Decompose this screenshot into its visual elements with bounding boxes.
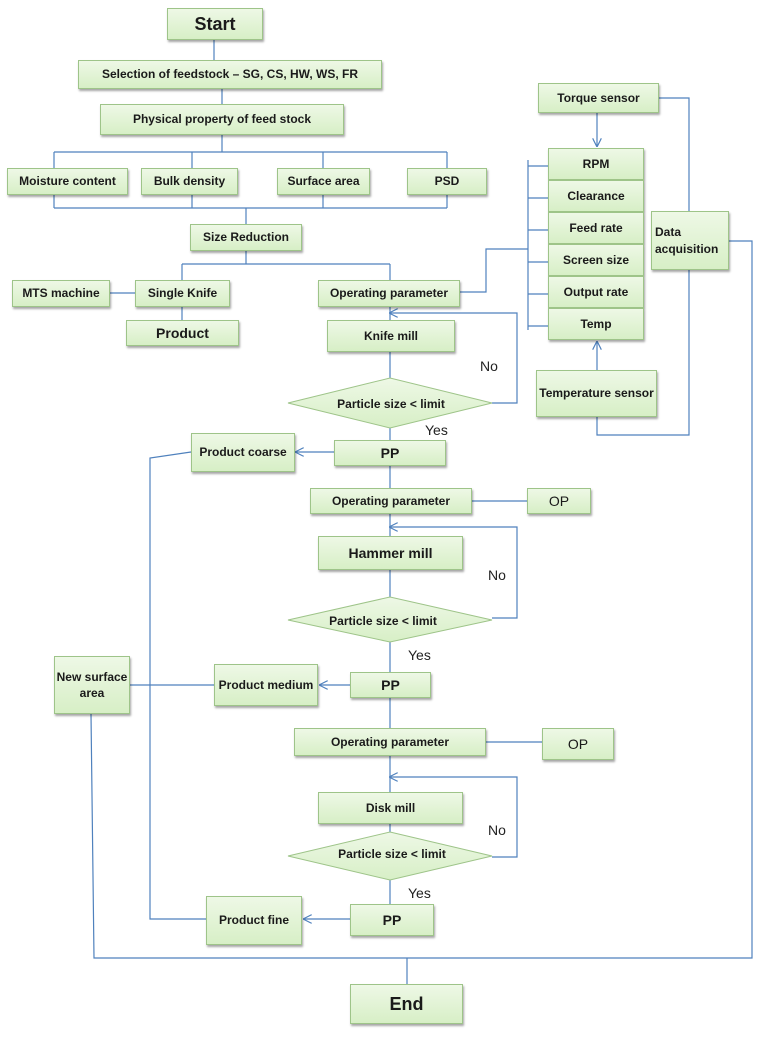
no-label-2: No	[488, 567, 506, 583]
connector	[90, 240, 753, 959]
mts-machine-node: MTS machine	[12, 280, 110, 307]
operating-parameter-1-node: Operating parameter	[318, 280, 460, 307]
screen-size-node: Screen size	[548, 244, 644, 276]
operating-parameter-3-node: Operating parameter	[294, 728, 486, 756]
disk-mill-node: Disk mill	[318, 792, 463, 824]
moisture-content-node: Moisture content	[7, 168, 128, 195]
temperature-sensor-node: Temperature sensor	[536, 370, 657, 417]
end-node: End	[350, 984, 463, 1024]
connector	[149, 451, 206, 920]
temp-node: Temp	[548, 308, 644, 340]
decision-1-text: Particle size < limit	[337, 397, 445, 411]
pp-1-node: PP	[334, 440, 446, 466]
physical-property-node: Physical property of feed stock	[100, 104, 344, 135]
yes-label-1: Yes	[425, 422, 448, 438]
decision-2-shape	[287, 596, 493, 643]
pp-3-node: PP	[350, 904, 434, 936]
psd-node: PSD	[407, 168, 487, 195]
no-label-3: No	[488, 822, 506, 838]
surface-area-node: Surface area	[277, 168, 370, 195]
bulk-density-node: Bulk density	[141, 168, 238, 195]
product-medium-node: Product medium	[214, 664, 318, 706]
knife-mill-node: Knife mill	[327, 320, 455, 352]
hammer-mill-node: Hammer mill	[318, 536, 463, 570]
product-coarse-node: Product coarse	[191, 433, 295, 472]
decision-3-text: Particle size < limit	[338, 847, 446, 861]
start-node: Start	[167, 8, 263, 40]
data-acquisition-node: Data acquisition	[651, 211, 729, 270]
op-3-node: OP	[542, 728, 614, 760]
product-fine-node: Product fine	[206, 896, 302, 945]
feed-rate-node: Feed rate	[548, 212, 644, 244]
single-knife-node: Single Knife	[135, 280, 230, 307]
product-node: Product	[126, 320, 239, 346]
yes-label-3: Yes	[408, 885, 431, 901]
size-reduction-node: Size Reduction	[190, 224, 302, 251]
selection-node: Selection of feedstock – SG, CS, HW, WS,…	[78, 60, 382, 89]
connector	[659, 97, 690, 211]
pp-2-node: PP	[350, 672, 431, 698]
rpm-node: RPM	[548, 148, 644, 180]
connector	[596, 270, 690, 436]
decision-2-text: Particle size < limit	[329, 614, 437, 628]
connector	[460, 248, 528, 293]
yes-label-2: Yes	[408, 647, 431, 663]
decision-3-shape	[287, 831, 493, 881]
op-2-node: OP	[527, 488, 591, 514]
operating-parameter-2-node: Operating parameter	[310, 488, 472, 514]
connector	[390, 777, 518, 858]
no-label-1: No	[480, 358, 498, 374]
new-surface-area-node: New surface area	[54, 656, 130, 714]
torque-sensor-node: Torque sensor	[538, 83, 659, 113]
output-rate-node: Output rate	[548, 276, 644, 308]
connector	[390, 527, 518, 619]
decision-shapes	[287, 377, 493, 881]
clearance-node: Clearance	[548, 180, 644, 212]
connector	[390, 313, 518, 404]
decision-1-shape	[287, 377, 493, 429]
